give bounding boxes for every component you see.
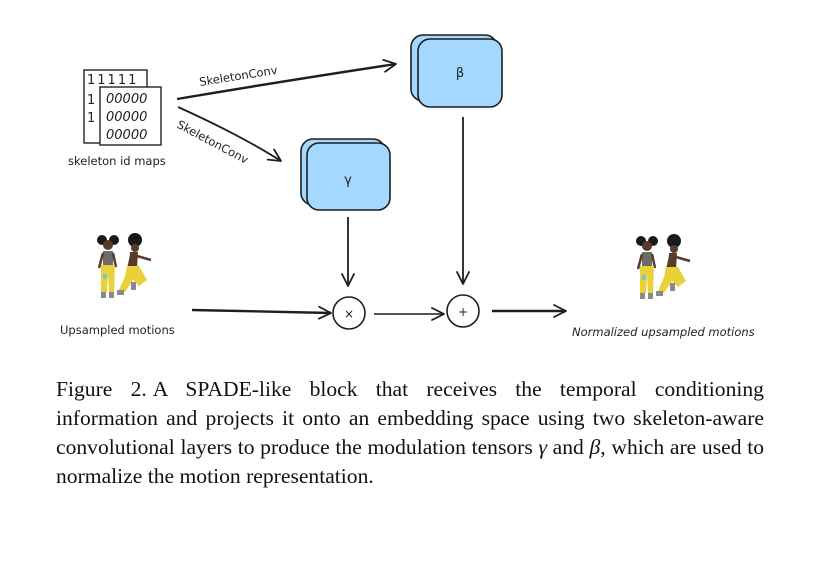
output-motion-characters bbox=[636, 234, 691, 299]
multiply-operator: × bbox=[332, 296, 366, 330]
multiply-symbol: × bbox=[344, 307, 354, 321]
dancing-dancer bbox=[656, 234, 691, 296]
add-symbol: + bbox=[458, 305, 468, 319]
id-maps-label: skeleton id maps bbox=[68, 154, 166, 168]
arrow-input-to-multiply bbox=[191, 305, 332, 320]
gamma-box: γ bbox=[300, 138, 391, 211]
beta-symbol: β bbox=[456, 66, 464, 81]
edge-to-beta: SkeletonConv bbox=[176, 58, 397, 101]
gamma-symbol: γ bbox=[344, 173, 352, 188]
id-map-front-row-2: 00000 bbox=[106, 110, 147, 125]
skeleton-id-maps: 11111 1 1 00000 00000 00000 skeleton id … bbox=[68, 69, 166, 168]
edge-to-gamma-label: SkeletonConv bbox=[175, 117, 251, 166]
figure-label: Figure 2. bbox=[56, 377, 147, 401]
caption-text-2: , which are used to normalize the motion… bbox=[56, 435, 764, 488]
id-map-back-row: 11111 bbox=[87, 73, 138, 88]
input-motion-characters bbox=[97, 233, 152, 298]
standing-dancer bbox=[636, 236, 658, 299]
id-map-side-1: 1 bbox=[87, 93, 95, 108]
id-map-front-row-1: 00000 bbox=[106, 92, 147, 107]
add-operator: + bbox=[446, 294, 480, 328]
output-label: Normalized upsampled motions bbox=[572, 325, 755, 339]
caption-and: and bbox=[546, 435, 590, 459]
beta-math: β bbox=[589, 435, 601, 459]
standing-dancer bbox=[97, 235, 119, 298]
figure-caption: Figure 2.A SPADE-like block that receive… bbox=[56, 375, 764, 491]
input-label: Upsampled motions bbox=[60, 323, 175, 337]
beta-box: β bbox=[410, 34, 503, 108]
edge-to-gamma: SkeletonConv bbox=[175, 106, 282, 167]
id-map-front-row-3: 00000 bbox=[106, 128, 147, 143]
id-map-side-2: 1 bbox=[87, 111, 95, 126]
caption-text-1: A SPADE-like block that receives the tem… bbox=[56, 377, 764, 459]
id-map-front-sheet bbox=[99, 86, 162, 146]
gamma-math: γ bbox=[538, 435, 547, 459]
spade-block-diagram: 11111 1 1 00000 00000 00000 skeleton id … bbox=[60, 34, 755, 339]
dancing-dancer bbox=[117, 233, 152, 295]
